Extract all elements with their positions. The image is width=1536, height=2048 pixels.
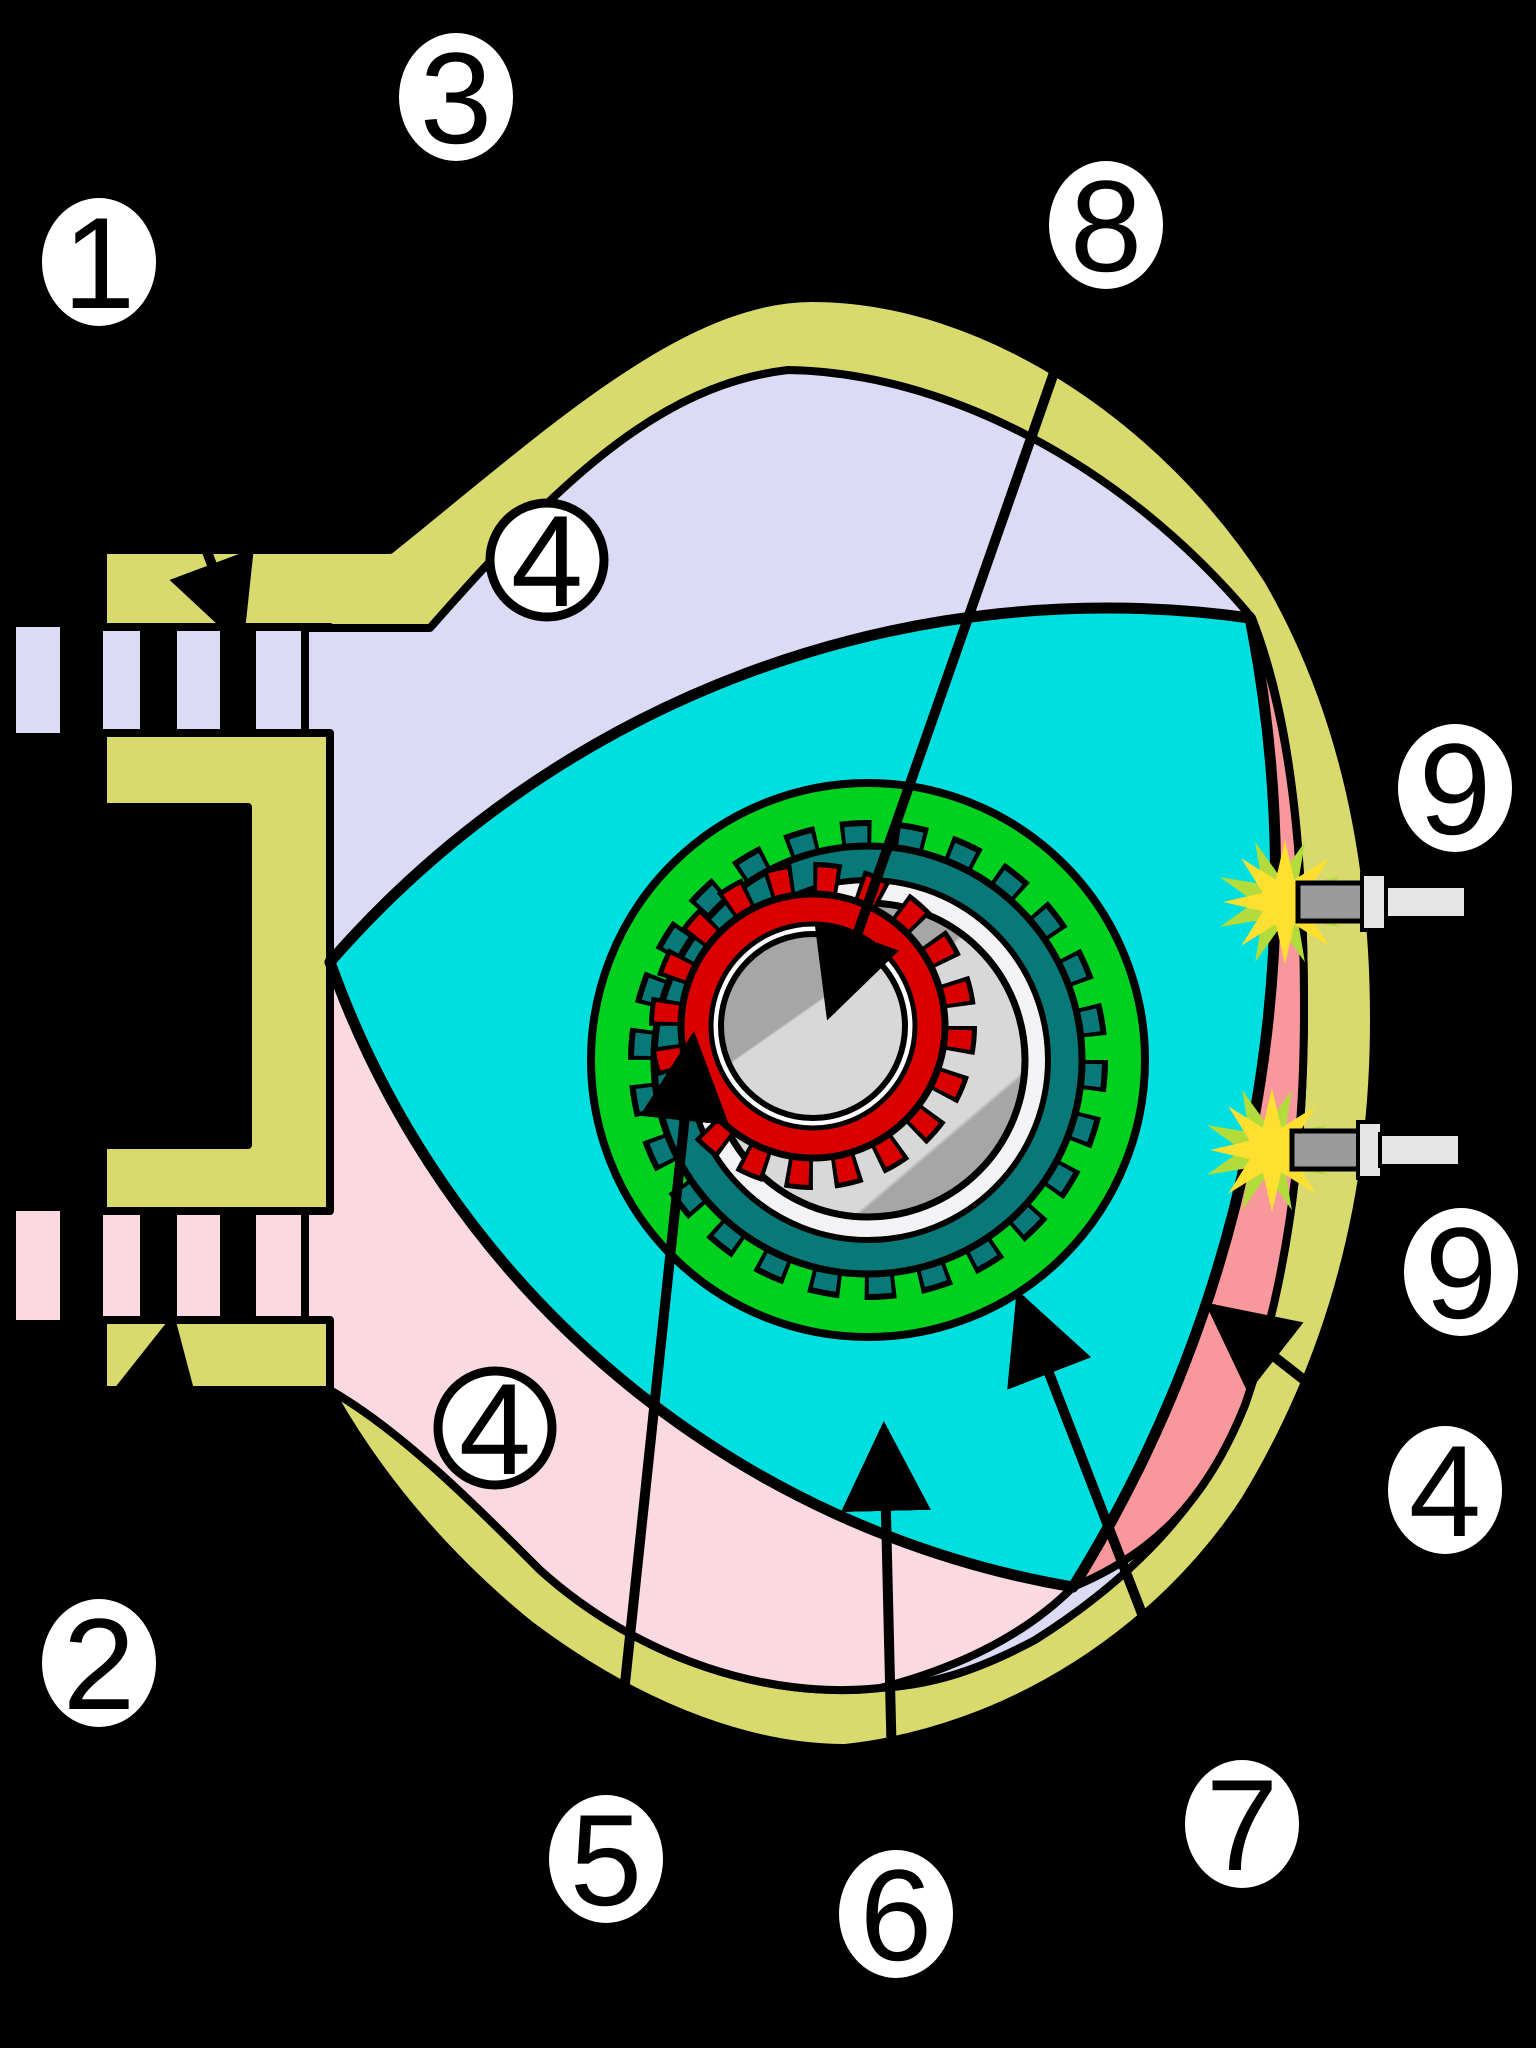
callout-arrows: [109, 285, 1399, 1851]
spark-plug-electrode: [1295, 880, 1367, 924]
callout-number: 9: [1419, 716, 1491, 862]
callout-5: 5: [549, 1787, 663, 1933]
callout-3: 3: [399, 25, 513, 171]
callouts: 1 2 3 4 4 4 5 6: [42, 25, 1518, 1988]
arrow-7-ring-gear: [1007, 1289, 1212, 1784]
spark-plug-electrode: [1289, 1128, 1363, 1172]
spark-plug-terminal: [1378, 1132, 1462, 1168]
arrow-2-exhaust: [109, 1313, 200, 1602]
callout-number: 8: [1070, 153, 1142, 299]
callout-number: 5: [570, 1787, 642, 1933]
eccentric-shaft: [718, 931, 908, 1121]
callout-circle: [433, 1366, 557, 1490]
callout-circle: [1185, 1760, 1299, 1888]
intake-duct-stripe: [103, 627, 140, 733]
ring-gear-teeth-outline: [628, 820, 1108, 1300]
callout-number: 7: [1206, 1752, 1278, 1898]
callout-circle: [485, 498, 609, 622]
callout-1: 1: [42, 190, 156, 336]
intake-duct-stripe: [16, 627, 60, 733]
callout-circle: [399, 33, 513, 161]
callout-circle: [1404, 1208, 1518, 1336]
intake-port-duct: [16, 627, 305, 733]
callout-4-left: 4: [433, 1356, 557, 1502]
exhaust-duct-stripe: [103, 1211, 140, 1320]
callout-number: 2: [63, 1591, 135, 1737]
pinion-shaft-assembly: [649, 862, 977, 1190]
callout-circle: [1049, 161, 1163, 289]
spark-plug-bottom: [1289, 1120, 1462, 1180]
arrow-5-pinion: [608, 1031, 730, 1798]
callout-circle: [549, 1795, 663, 1923]
callout-9-top: 9: [1398, 716, 1512, 862]
callout-circle: [42, 198, 156, 326]
exhaust-port-duct: [16, 1211, 305, 1320]
callout-2: 2: [42, 1591, 156, 1737]
arrow-1-intake: [117, 322, 254, 649]
spark-plug-flange: [1360, 872, 1388, 932]
callout-circle: [42, 1599, 156, 1727]
callout-8: 8: [1049, 153, 1163, 299]
callout-4-right: 4: [1388, 1418, 1502, 1564]
callout-4-top: 4: [485, 488, 609, 634]
exhaust-duct-stripe: [177, 1211, 220, 1320]
callout-circle: [1388, 1426, 1502, 1554]
callout-circle: [839, 1850, 953, 1978]
callout-number: 3: [420, 25, 492, 171]
callout-6: 6: [839, 1842, 953, 1988]
exhaust-duct-stripe: [16, 1211, 60, 1320]
callout-number: 4: [1409, 1418, 1481, 1564]
pinion-teeth-outline: [649, 862, 977, 1190]
arrow-4-chamber: [1204, 1302, 1399, 1455]
callout-number: 4: [511, 488, 583, 634]
callout-circle: [1398, 724, 1512, 852]
callout-number: 9: [1425, 1200, 1497, 1346]
callout-number: 6: [860, 1842, 932, 1988]
arrow-6-rotor: [840, 1421, 931, 1851]
callout-number: 4: [459, 1356, 531, 1502]
exhaust-duct-stripe: [256, 1211, 305, 1320]
spark-plug-terminal: [1384, 884, 1468, 920]
intake-duct-stripe: [256, 627, 305, 733]
callout-number: 1: [63, 190, 135, 336]
callout-9-bottom: 9: [1404, 1200, 1518, 1346]
callout-7: 7: [1185, 1752, 1299, 1898]
spark-plug-top: [1295, 872, 1468, 932]
intake-duct-stripe: [177, 627, 220, 733]
arrow-8-shaft: [814, 285, 1089, 1021]
